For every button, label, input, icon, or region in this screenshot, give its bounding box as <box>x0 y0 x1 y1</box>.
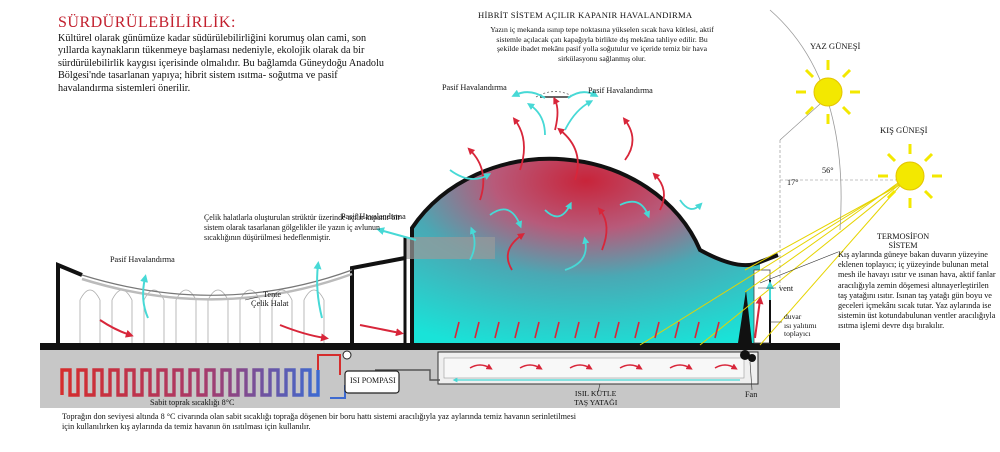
page-title: SÜRDÜRÜLEBİLİRLİK: <box>58 14 236 31</box>
floor-heat-marks <box>454 321 720 339</box>
termo-title: TERMOSİFON SİSTEM <box>876 232 930 250</box>
hibrit-title: HİBRİT SİSTEM AÇILIR KAPANIR HAVALANDIRM… <box>478 10 693 20</box>
hot-air-arrows <box>467 96 665 271</box>
left-wall <box>56 262 83 343</box>
label-angle-56: 56° <box>822 166 834 175</box>
label-duvar: duvar ısı yalıtımı toplayıcı <box>784 312 817 339</box>
stone-bed-arrows <box>469 363 738 370</box>
intro-paragraph: Kültürel olarak günümüze kadar südürüleb… <box>58 33 384 94</box>
dome-shell <box>410 156 779 343</box>
label-isi-pompasi: ISI POMPASI <box>350 376 396 385</box>
label-pasif-3: Pasif Havalandırma <box>341 212 406 221</box>
fan-icon <box>740 350 756 362</box>
gallery-beam <box>405 237 495 259</box>
sun-rays <box>639 177 906 346</box>
label-vent: vent <box>779 284 794 293</box>
label-sabit-toprak: Sabit toprak sıcaklığı 8°C <box>150 398 235 407</box>
label-celik-halat: Çelik Halat <box>251 299 289 308</box>
collector-wall <box>738 290 752 343</box>
middle-wall <box>350 256 406 343</box>
termo-text: Kış aylarında güneye bakan duvarın yüzey… <box>838 250 996 331</box>
label-angle-17: 17° <box>787 178 799 187</box>
summer-sun-icon <box>796 60 860 124</box>
label-pasif-4: Pasif Havalandırma <box>110 255 175 264</box>
courtyard-arcade <box>79 289 325 343</box>
courtyard-air-arrows <box>99 89 774 342</box>
label-fan: Fan <box>745 390 758 399</box>
hibrit-text: Yazın iç mekanda ısınıp tepe noktasına y… <box>490 25 714 63</box>
label-isil-kutle: ISIL KÜTLE TAŞ YATAĞI <box>574 389 618 407</box>
steel-cable <box>81 269 353 296</box>
ground-pipe-coil <box>60 368 320 397</box>
celik-text: Çelik halatlarla oluşturulan strüktür üz… <box>204 213 401 242</box>
heat-pump-pipe <box>317 354 341 375</box>
heat-pump-box <box>344 370 400 394</box>
winter-sun-icon <box>878 144 942 208</box>
bottom-note: Toprağın don seviyesi altında 8 °C civar… <box>62 412 577 431</box>
cool-air-arrows <box>449 100 703 271</box>
ground-slab <box>40 343 840 350</box>
tente-canopy <box>81 272 353 301</box>
label-pasif-1: Pasif Havalandırma <box>442 83 507 92</box>
label-pasif-2: Pasif Havalandırma <box>588 86 653 95</box>
label-yaz-gunesi: YAZ GÜNEŞİ <box>810 41 861 51</box>
label-kis-gunesi: KIŞ GÜNEŞİ <box>880 125 928 135</box>
label-tente: Tente <box>263 290 282 299</box>
